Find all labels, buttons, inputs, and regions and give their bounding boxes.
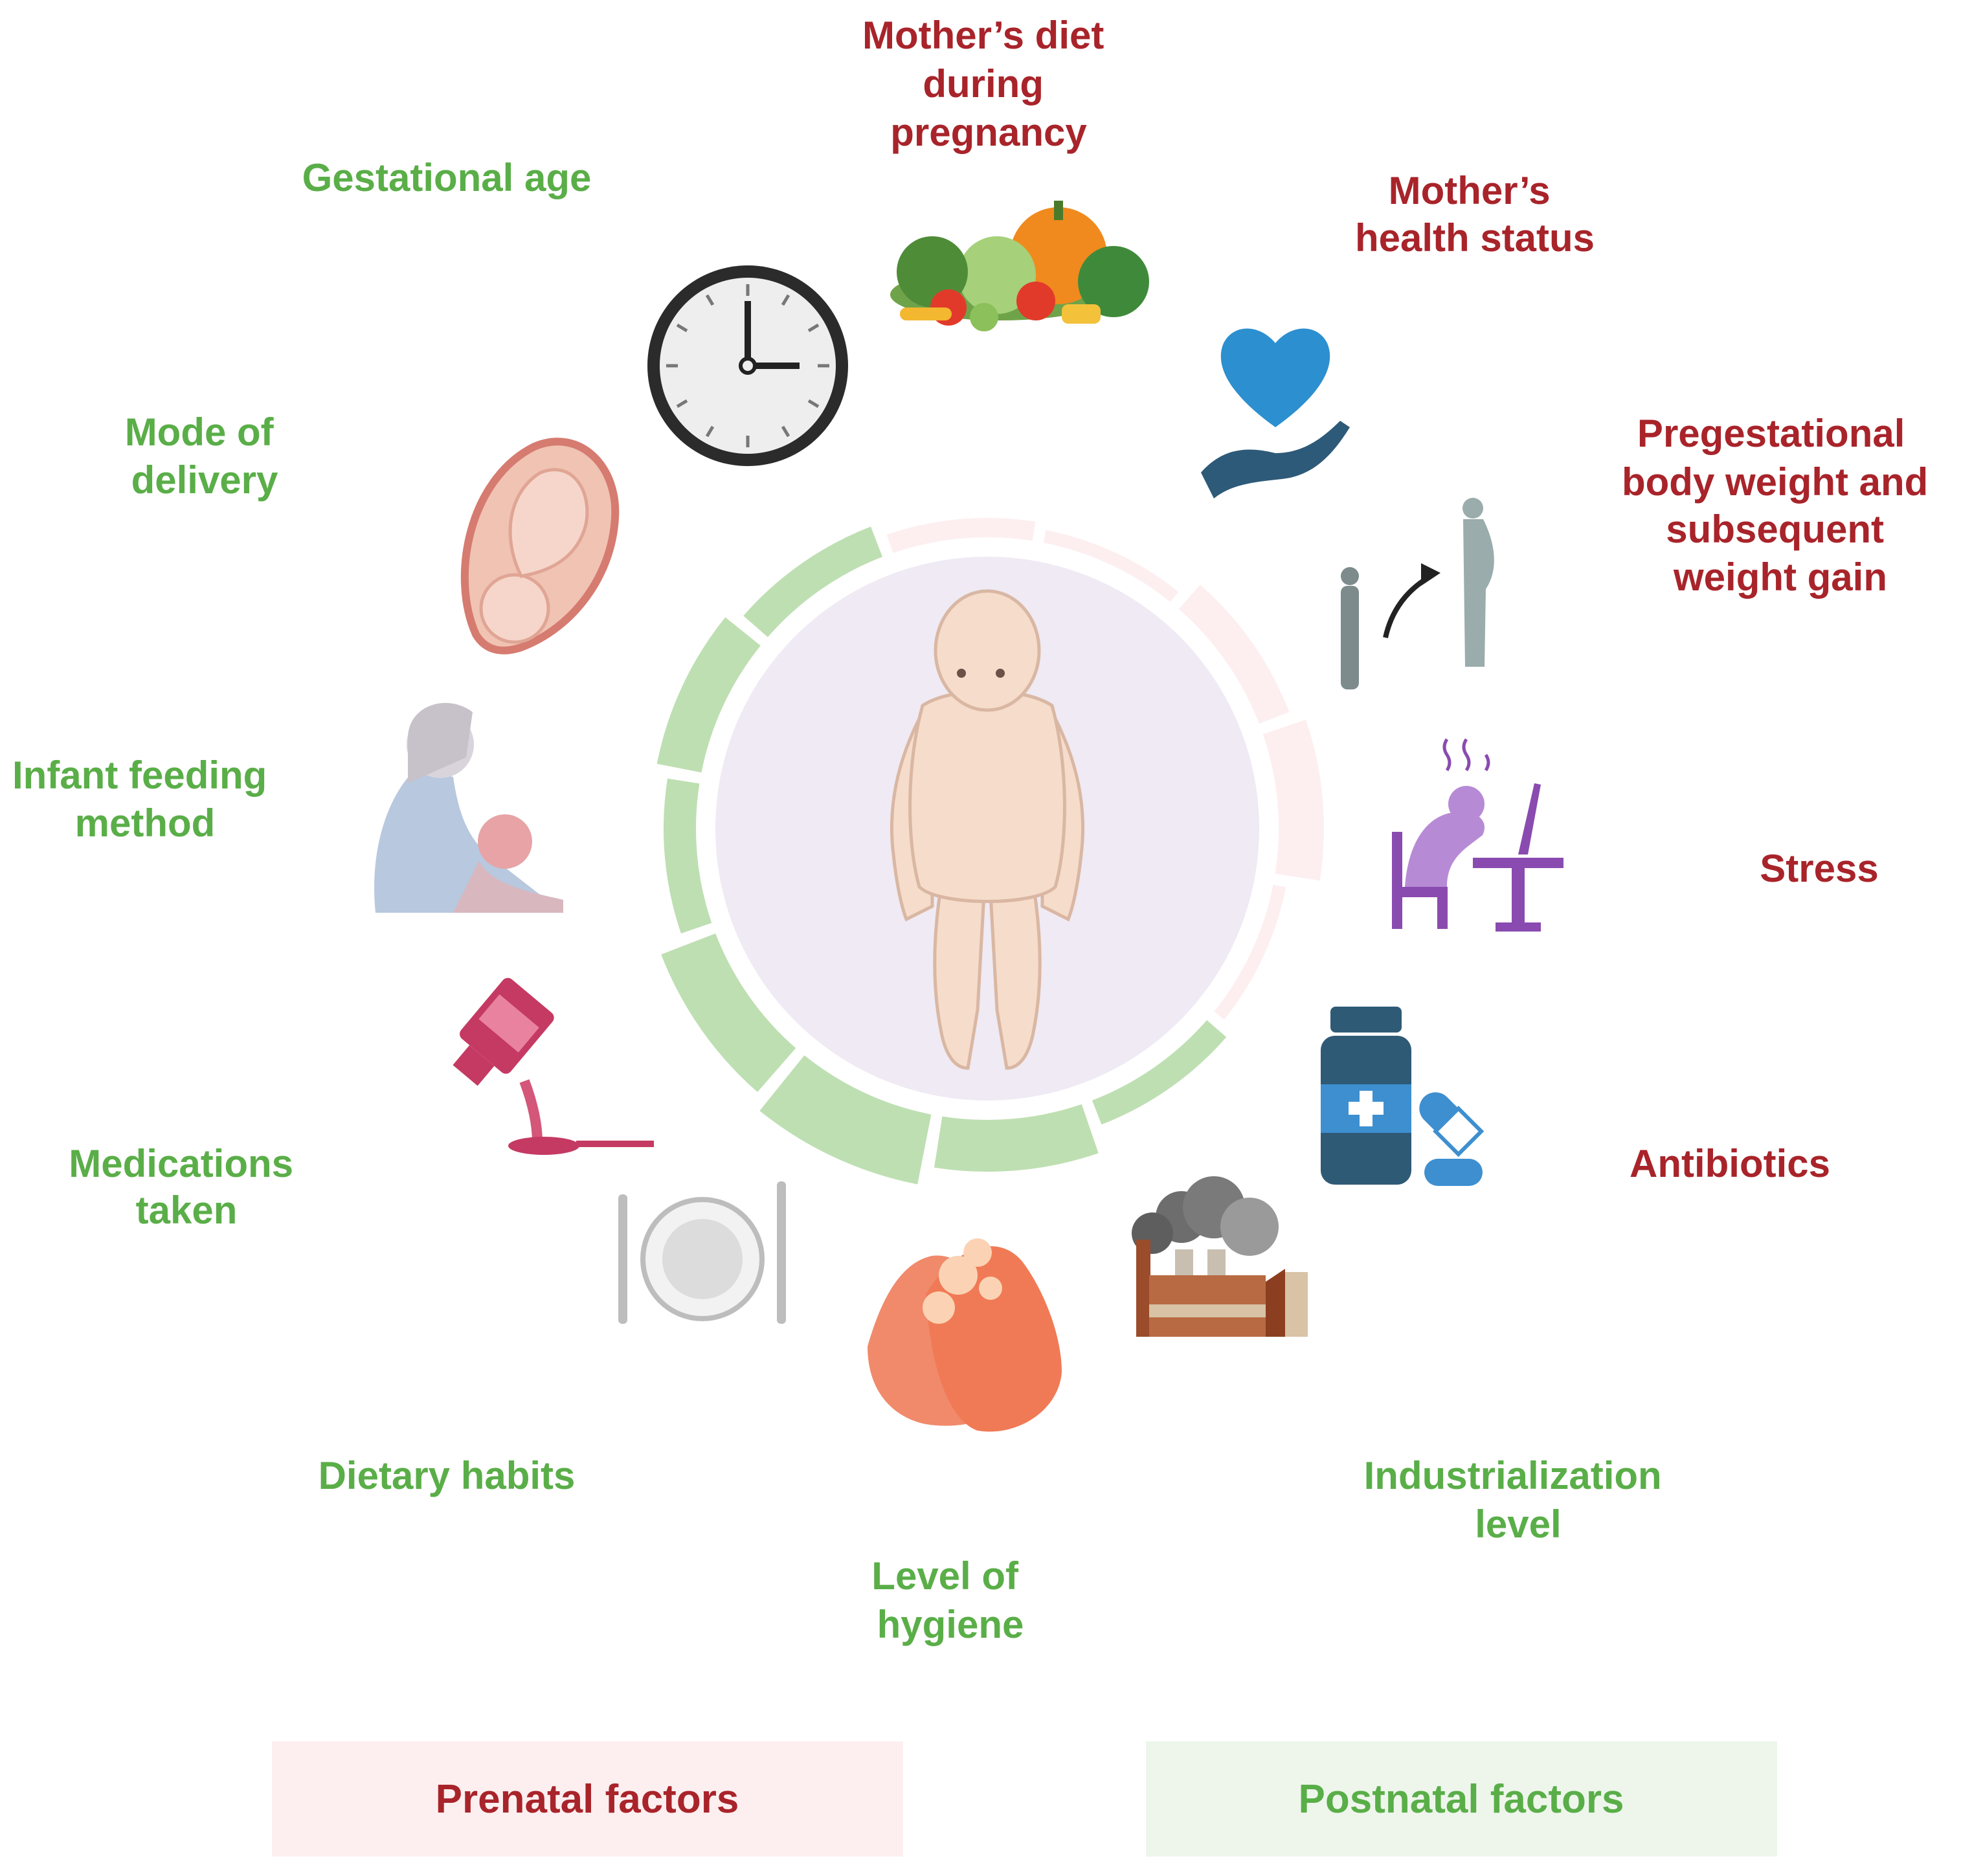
- segment-antibiotics: [1214, 884, 1286, 1020]
- segment-infant-feeding: [664, 778, 712, 933]
- plate-cutlery-icon: [618, 1181, 786, 1324]
- label-gestational-age: Gestational age: [302, 156, 592, 199]
- segment-mothers-diet: [886, 517, 1036, 553]
- segment-pregestational-weight: [1178, 585, 1290, 724]
- segment-stress: [1262, 719, 1324, 881]
- breastfeeding-icon: [374, 702, 563, 913]
- label-pregestational-weight: Pregestational body weight and subsequen…: [1622, 412, 1939, 599]
- legend-prenatal-box: [272, 1741, 903, 1857]
- legend-postnatal-label: Postnatal factors: [1298, 1777, 1624, 1822]
- baby-icon: [890, 589, 1085, 1070]
- segment-medications: [661, 933, 796, 1092]
- vegetables-icon: [890, 201, 1149, 331]
- clock-icon: [647, 265, 848, 466]
- segment-industrialization: [1092, 1020, 1227, 1125]
- segment-dietary-habits: [759, 1055, 932, 1185]
- label-dietary-habits: Dietary habits: [319, 1454, 576, 1497]
- label-medications: Medications taken: [69, 1142, 304, 1232]
- heart-in-hand-icon: [1201, 328, 1350, 498]
- fetus-in-womb-icon: [460, 438, 620, 654]
- weight-gain-figures-icon: [1341, 498, 1494, 689]
- label-mode-of-delivery: Mode of delivery: [125, 410, 285, 502]
- label-stress: Stress: [1760, 847, 1878, 890]
- segment-gestational-age: [743, 526, 883, 638]
- label-mothers-diet: Mother’s diet during pregnancy: [862, 14, 1115, 154]
- hand-washing-icon: [868, 1238, 1062, 1432]
- segment-mothers-health: [1043, 530, 1179, 602]
- factory-icon: [1132, 1176, 1308, 1337]
- label-hygiene: Level of hygiene: [871, 1554, 1029, 1646]
- wheel-segments: [656, 517, 1324, 1185]
- legend-postnatal-box: [1146, 1741, 1777, 1857]
- label-infant-feeding: Infant feeding method: [12, 754, 278, 845]
- segment-hygiene: [934, 1104, 1099, 1172]
- legend-prenatal-label: Prenatal factors: [436, 1777, 739, 1822]
- label-mothers-health: Mother’s health status: [1355, 169, 1595, 260]
- stressed-person-at-desk-icon: [1392, 738, 1563, 932]
- syrup-bottle-icon: [453, 977, 654, 1155]
- label-antibiotics: Antibiotics: [1630, 1142, 1830, 1185]
- label-industrialization: Industrialization level: [1364, 1454, 1673, 1546]
- pill-bottle-icon: [1321, 1007, 1485, 1186]
- segment-mode-of-delivery: [656, 617, 761, 773]
